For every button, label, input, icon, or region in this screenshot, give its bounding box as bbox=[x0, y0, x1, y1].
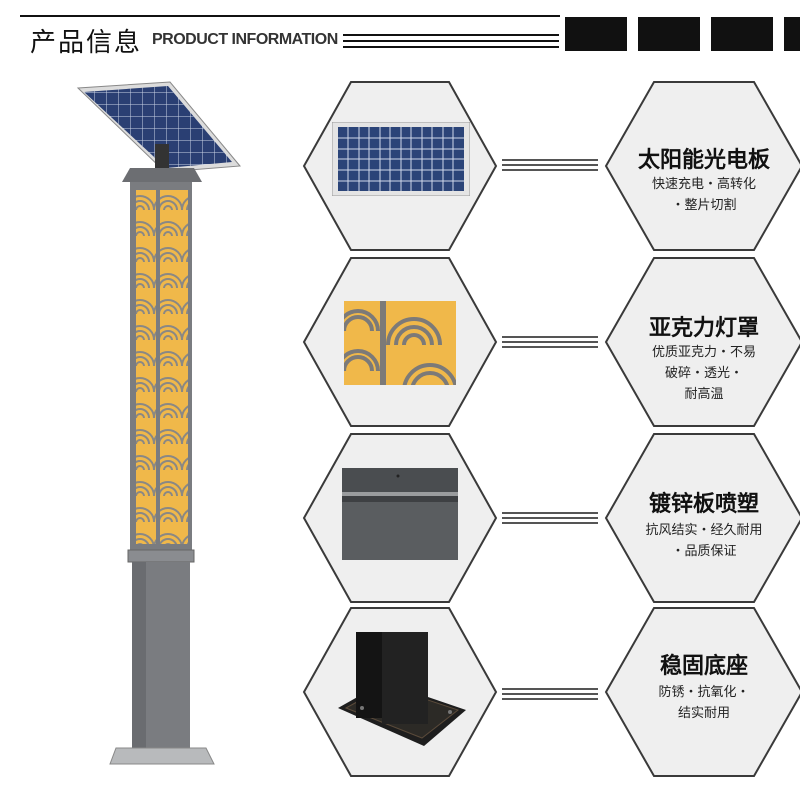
feature-1-desc: 快速充电・高转化 ・整片切割 bbox=[604, 174, 800, 216]
lamp-base-plate bbox=[109, 747, 215, 765]
lamp-collar bbox=[127, 549, 195, 563]
feature-2-desc-line-1: 优质亚克力・不易 bbox=[651, 345, 756, 360]
header-decor-lines bbox=[343, 34, 559, 52]
feature-4-hex-photo bbox=[302, 606, 498, 778]
feature-4-desc-line-2: 结实耐用 bbox=[677, 706, 730, 721]
feature-1-connector bbox=[502, 159, 598, 174]
feature-4-desc-line-1: 防锈・抗氧化・ bbox=[658, 685, 750, 700]
header-block-2 bbox=[638, 17, 700, 51]
header-title-cn: 产品信息 bbox=[30, 28, 143, 58]
acrylic-shade-photo bbox=[344, 301, 456, 385]
header-block-3 bbox=[711, 17, 773, 51]
lamp-cap bbox=[122, 168, 202, 182]
feature-3-title: 镀锌板喷塑 bbox=[648, 492, 759, 517]
feature-3-desc: 抗风结实・经久耐用 ・品质保证 bbox=[604, 520, 800, 562]
header-title-en: PRODUCT INFORMATION bbox=[152, 31, 338, 48]
feature-3-hex-text: 镀锌板喷塑 抗风结实・经久耐用 ・品质保证 bbox=[604, 432, 800, 604]
feature-4-title: 稳固底座 bbox=[659, 654, 748, 679]
solar-panel-photo bbox=[332, 122, 470, 196]
feature-1-hex-text: 太阳能光电板 快速充电・高转化 ・整片切割 bbox=[604, 80, 800, 252]
feature-2-desc-line-3: 耐高温 bbox=[684, 387, 724, 402]
header-block-4 bbox=[784, 17, 800, 51]
feature-3-hex-photo bbox=[302, 432, 498, 604]
feature-1-title: 太阳能光电板 bbox=[637, 148, 770, 173]
lamp-solar-panel bbox=[76, 81, 242, 173]
feature-2-title: 亚克力灯罩 bbox=[648, 316, 759, 341]
header-top-line bbox=[20, 15, 560, 17]
feature-2-hex-photo bbox=[302, 256, 498, 428]
base-plate-photo bbox=[338, 632, 466, 746]
lamp-pole bbox=[132, 562, 190, 750]
lamp-body bbox=[130, 182, 192, 550]
feature-2-connector bbox=[502, 336, 598, 351]
feature-4-hex-text: 稳固底座 防锈・抗氧化・ 结实耐用 bbox=[604, 606, 800, 778]
lamp-bracket bbox=[155, 144, 169, 172]
galvanized-plate-photo bbox=[342, 468, 458, 560]
feature-3-desc-line-1: 抗风结实・经久耐用 bbox=[645, 523, 763, 538]
feature-4-connector bbox=[502, 688, 598, 703]
header-block-1 bbox=[565, 17, 627, 51]
feature-3-desc-line-2: ・品质保证 bbox=[671, 544, 737, 559]
solar-lamp-illustration bbox=[76, 81, 242, 765]
feature-2-desc-line-2: 破碎・透光・ bbox=[664, 366, 743, 381]
feature-3-connector bbox=[502, 512, 598, 527]
feature-4-desc: 防锈・抗氧化・ 结实耐用 bbox=[604, 682, 800, 724]
feature-2-desc: 优质亚克力・不易 破碎・透光・ 耐高温 bbox=[604, 342, 800, 405]
feature-1-hex-photo bbox=[302, 80, 498, 252]
feature-1-desc-line-2: ・整片切割 bbox=[671, 198, 737, 213]
feature-1-desc-line-1: 快速充电・高转化 bbox=[651, 177, 756, 192]
feature-2-hex-text: 亚克力灯罩 优质亚克力・不易 破碎・透光・ 耐高温 bbox=[604, 256, 800, 428]
